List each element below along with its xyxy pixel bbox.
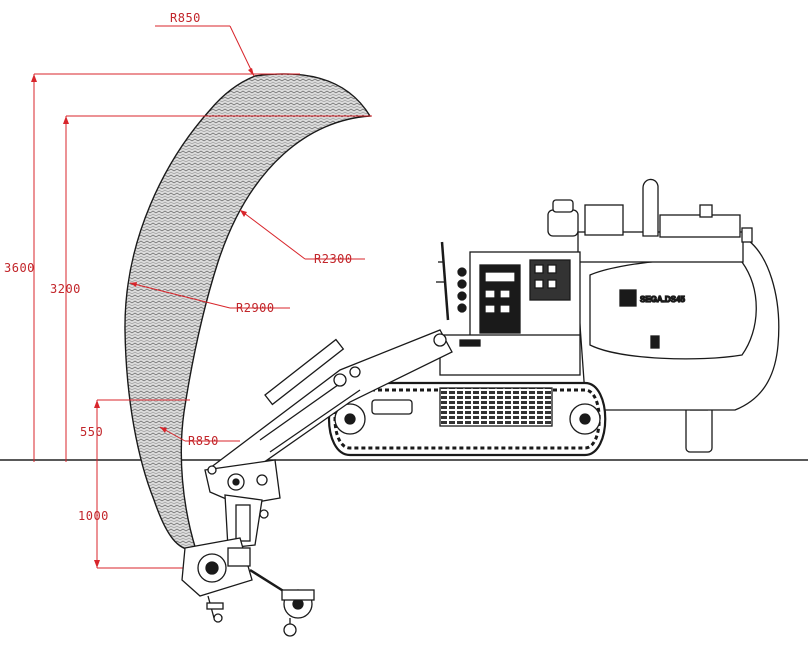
label-r850-top: R850	[170, 11, 201, 25]
label-r850-bottom: R850	[188, 434, 219, 448]
drill-attachment	[249, 568, 315, 637]
label-height-3200: 3200	[50, 282, 81, 296]
label-r2300: R2300	[314, 252, 353, 266]
machine-body: SEGA.DS45	[181, 178, 780, 637]
label-height-3600: 3600	[4, 261, 35, 275]
cutting-profile	[124, 73, 372, 551]
cutter-head	[181, 537, 253, 623]
label-depth-1000: 1000	[78, 509, 109, 523]
label-r2900: R2900	[236, 301, 275, 315]
machine-brand-label: SEGA.DS45	[640, 295, 685, 304]
label-height-550: 550	[80, 425, 103, 439]
dimension-lines	[31, 25, 372, 569]
